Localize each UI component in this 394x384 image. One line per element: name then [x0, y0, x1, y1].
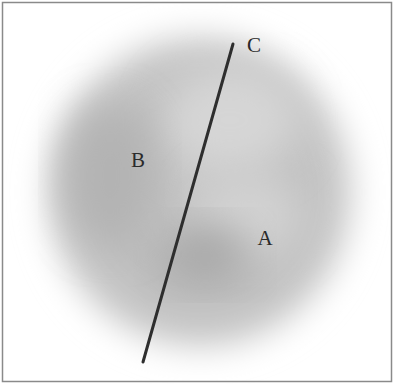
division-line — [143, 44, 233, 362]
dark-region — [65, 105, 155, 245]
light-region — [160, 65, 300, 175]
region-label: B — [131, 150, 145, 171]
region-label: C — [247, 35, 261, 56]
frame — [3, 3, 392, 382]
cell-body — [28, 16, 372, 368]
region-label: A — [257, 228, 272, 249]
